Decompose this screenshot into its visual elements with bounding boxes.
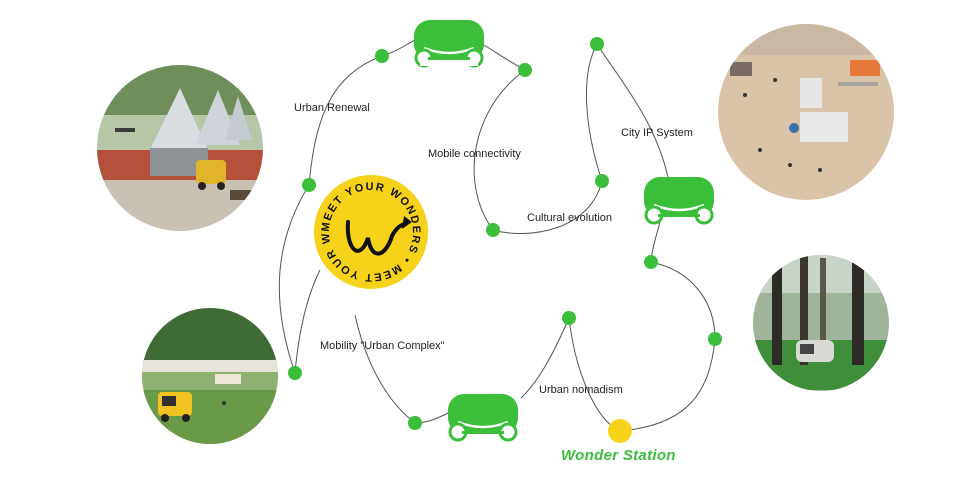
vehicle-icon bbox=[644, 177, 714, 225]
connector-line bbox=[492, 180, 603, 234]
node-dot bbox=[302, 178, 316, 192]
brand-wonder-station: Wonder Station bbox=[561, 447, 676, 464]
connector-line bbox=[596, 43, 669, 178]
label-cultural-evolution: Cultural evolution bbox=[527, 212, 612, 224]
label-urban-nomadism: Urban nomadism bbox=[539, 384, 623, 396]
connector-line bbox=[650, 261, 716, 340]
connector-line bbox=[520, 317, 570, 399]
node-dot bbox=[375, 49, 389, 63]
connector-line bbox=[294, 269, 321, 374]
connector-line bbox=[278, 184, 310, 374]
node-dot bbox=[288, 366, 302, 380]
vehicle-icon bbox=[448, 394, 518, 442]
node-dot bbox=[486, 223, 500, 237]
node-dots bbox=[288, 37, 722, 430]
photo-beach bbox=[718, 24, 894, 200]
label-city-ip-system: City IP System bbox=[621, 127, 693, 139]
node-dot bbox=[408, 416, 422, 430]
station-dot bbox=[608, 419, 632, 443]
photo-market-tents bbox=[97, 65, 263, 231]
node-dot bbox=[590, 37, 604, 51]
photo-forest bbox=[753, 255, 889, 391]
node-dot bbox=[562, 311, 576, 325]
node-dot bbox=[595, 174, 609, 188]
node-dot bbox=[644, 255, 658, 269]
node-dot bbox=[518, 63, 532, 77]
connector-line bbox=[354, 314, 416, 424]
connector-line bbox=[568, 317, 621, 432]
badge-monogram-icon bbox=[345, 220, 394, 256]
vehicle-icon bbox=[414, 20, 484, 68]
label-urban-renewal: Urban Renewal bbox=[294, 102, 370, 114]
connector-line bbox=[619, 338, 716, 432]
connector-line bbox=[483, 44, 526, 71]
arrow-icon bbox=[402, 216, 412, 229]
label-mobile-connectivity: Mobile connectivity bbox=[428, 148, 521, 160]
connector-line bbox=[473, 69, 526, 231]
node-dot bbox=[708, 332, 722, 346]
connector-line bbox=[586, 43, 603, 182]
label-mobility-urban-complex: Mobility "Urban Complex" bbox=[320, 340, 445, 352]
photo-park-camping bbox=[142, 308, 278, 444]
connector-line bbox=[308, 55, 383, 186]
